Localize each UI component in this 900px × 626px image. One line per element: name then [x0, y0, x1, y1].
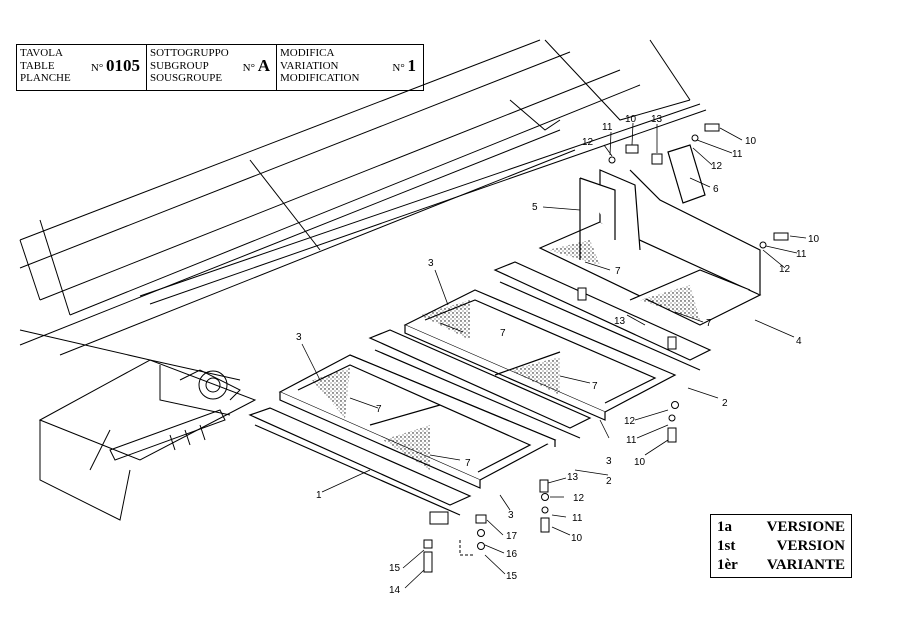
- callout-12: 12: [624, 416, 636, 427]
- modification-label-fr: MODIFICATION: [280, 72, 360, 84]
- callout-7: 7: [592, 381, 598, 392]
- version-box: 1a VERSIONE 1st VERSION 1èr VARIANTE: [710, 514, 852, 578]
- subgroup-label-it: SOTTOGRUPPO: [150, 47, 229, 59]
- callout-11: 11: [626, 435, 637, 446]
- callout-7: 7: [615, 266, 621, 277]
- version-prefix: 1èr: [717, 557, 738, 573]
- callout-14: 14: [389, 585, 401, 596]
- callout-1: 1: [316, 490, 322, 501]
- leader-lines: [301, 122, 807, 589]
- callout-3: 3: [606, 456, 612, 467]
- modification-label-it: MODIFICA: [280, 47, 335, 59]
- modification-value: N° 1: [392, 56, 416, 75]
- version-label: VARIANTE: [766, 557, 845, 573]
- callout-3: 3: [296, 332, 302, 343]
- table-label-en: TABLE: [20, 59, 55, 72]
- callout-11: 11: [572, 513, 583, 524]
- callout-10: 10: [634, 457, 646, 468]
- step-plates: [248, 144, 762, 516]
- callout-6: 6: [713, 184, 719, 195]
- callout-12: 12: [711, 161, 723, 172]
- subgroup-value: N° A: [242, 56, 270, 75]
- modification-cell: MODIFICA VARIATION MODIFICATION N° 1: [277, 45, 422, 90]
- callout-7: 7: [465, 458, 471, 469]
- callout-16: 16: [506, 549, 518, 560]
- callout-10: 10: [625, 114, 637, 125]
- callout-12: 12: [573, 493, 585, 504]
- callout-2: 2: [606, 476, 612, 487]
- callout-7: 7: [706, 318, 712, 329]
- subgroup-cell: SOTTOGRUPPO SUBGROUP SOUSGROUPE N° A: [147, 45, 277, 90]
- callout-12: 12: [779, 264, 791, 275]
- subgroup-label-fr: SOUSGROUPE: [150, 72, 223, 84]
- callout-13: 13: [567, 472, 579, 483]
- callout-3: 3: [428, 258, 434, 269]
- callout-5: 5: [532, 202, 538, 213]
- version-row: 1st VERSION: [717, 537, 845, 556]
- callout-11: 11: [732, 149, 743, 160]
- callout-labels: 3 3 1 2 2 3 3 4 5 6 7 7 7 7 7 7 13 13 13…: [296, 114, 820, 596]
- subgroup-label-en: SUBGROUP: [150, 59, 209, 72]
- hardware: [423, 123, 789, 573]
- callout-2: 2: [722, 398, 728, 409]
- table-cell: TAVOLA TABLE PLANCHE N° 0105: [17, 45, 147, 90]
- version-label: VERSION: [776, 538, 845, 554]
- table-number: N° 0105: [90, 56, 140, 75]
- callout-17: 17: [506, 531, 518, 542]
- version-prefix: 1st: [717, 538, 736, 554]
- callout-13: 13: [614, 316, 626, 327]
- vehicle-frame: [19, 39, 707, 521]
- callout-3: 3: [508, 510, 514, 521]
- version-row: 1èr VARIANTE: [717, 556, 845, 575]
- callout-15: 15: [506, 571, 518, 582]
- callout-11: 11: [602, 122, 613, 133]
- callout-4: 4: [796, 336, 802, 347]
- table-label-fr: PLANCHE: [20, 72, 71, 84]
- callout-7: 7: [500, 328, 506, 339]
- callout-13: 13: [651, 114, 663, 125]
- callout-7: 7: [376, 404, 382, 415]
- callout-10: 10: [808, 234, 820, 245]
- version-row: 1a VERSIONE: [717, 518, 845, 537]
- callout-15: 15: [389, 563, 401, 574]
- callout-12: 12: [582, 137, 594, 148]
- callout-11: 11: [796, 249, 807, 260]
- title-block: TAVOLA TABLE PLANCHE N° 0105 SOTTOGRUPPO…: [16, 44, 424, 91]
- modification-label-en: VARIATION: [280, 59, 339, 72]
- version-prefix: 1a: [717, 519, 732, 535]
- version-label: VERSIONE: [766, 519, 845, 535]
- table-label-it: TAVOLA: [20, 47, 63, 59]
- callout-10: 10: [571, 533, 583, 544]
- callout-10: 10: [745, 136, 757, 147]
